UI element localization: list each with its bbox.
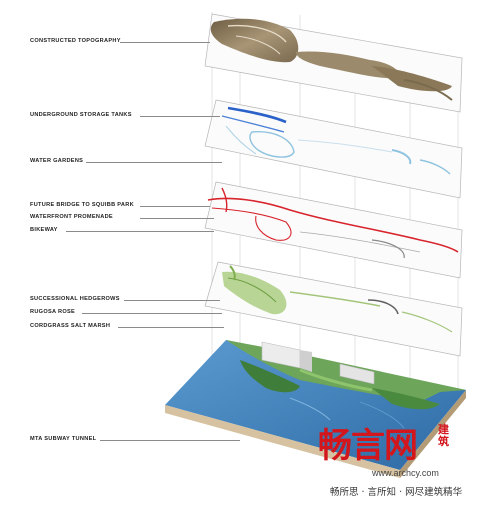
label-waterfront-promenade: WATERFRONT PROMENADE bbox=[30, 214, 113, 220]
label-rugosa-rose: RUGOSA ROSE bbox=[30, 309, 76, 315]
label-underground-storage-tanks: UNDERGROUND STORAGE TANKS bbox=[30, 112, 132, 118]
watermark-url: www.archcy.com bbox=[372, 468, 439, 478]
leader-waterfront-promenade bbox=[140, 218, 214, 219]
watermark-logo: 畅言网 bbox=[318, 426, 418, 466]
label-cordgrass-salt-marsh: CORDGRASS SALT MARSH bbox=[30, 323, 111, 329]
leader-bikeway bbox=[66, 231, 214, 232]
label-future-bridge: FUTURE BRIDGE TO SQUIBB PARK bbox=[30, 202, 134, 208]
layer-water-gardens bbox=[204, 99, 463, 199]
layer-planting bbox=[204, 261, 463, 357]
label-constructed-topography: CONSTRUCTED TOPOGRAPHY bbox=[30, 38, 121, 44]
watermark-slogan: 畅所思 · 言所知 · 网尽建筑精华 bbox=[330, 487, 463, 498]
leader-constructed-topography bbox=[120, 42, 210, 43]
label-mta-subway-tunnel: MTA SUBWAY TUNNEL bbox=[30, 436, 97, 442]
leader-future-bridge bbox=[140, 206, 210, 207]
leader-mta-subway-tunnel bbox=[100, 440, 240, 441]
label-water-gardens: WATER GARDENS bbox=[30, 158, 84, 164]
leader-underground-storage-tanks bbox=[140, 116, 220, 117]
base-model bbox=[165, 340, 466, 478]
layer-constructed-topography bbox=[204, 13, 463, 113]
leader-successional-hedgerows bbox=[124, 300, 220, 301]
label-successional-hedgerows: SUCCESSIONAL HEDGEROWS bbox=[30, 296, 120, 302]
leader-water-gardens bbox=[86, 162, 222, 163]
leader-rugosa-rose bbox=[82, 313, 222, 314]
layer-circulation bbox=[204, 181, 463, 279]
leader-cordgrass-salt-marsh bbox=[118, 327, 224, 328]
label-bikeway: BIKEWAY bbox=[30, 227, 58, 233]
watermark-side-text: 建筑 bbox=[438, 423, 449, 448]
